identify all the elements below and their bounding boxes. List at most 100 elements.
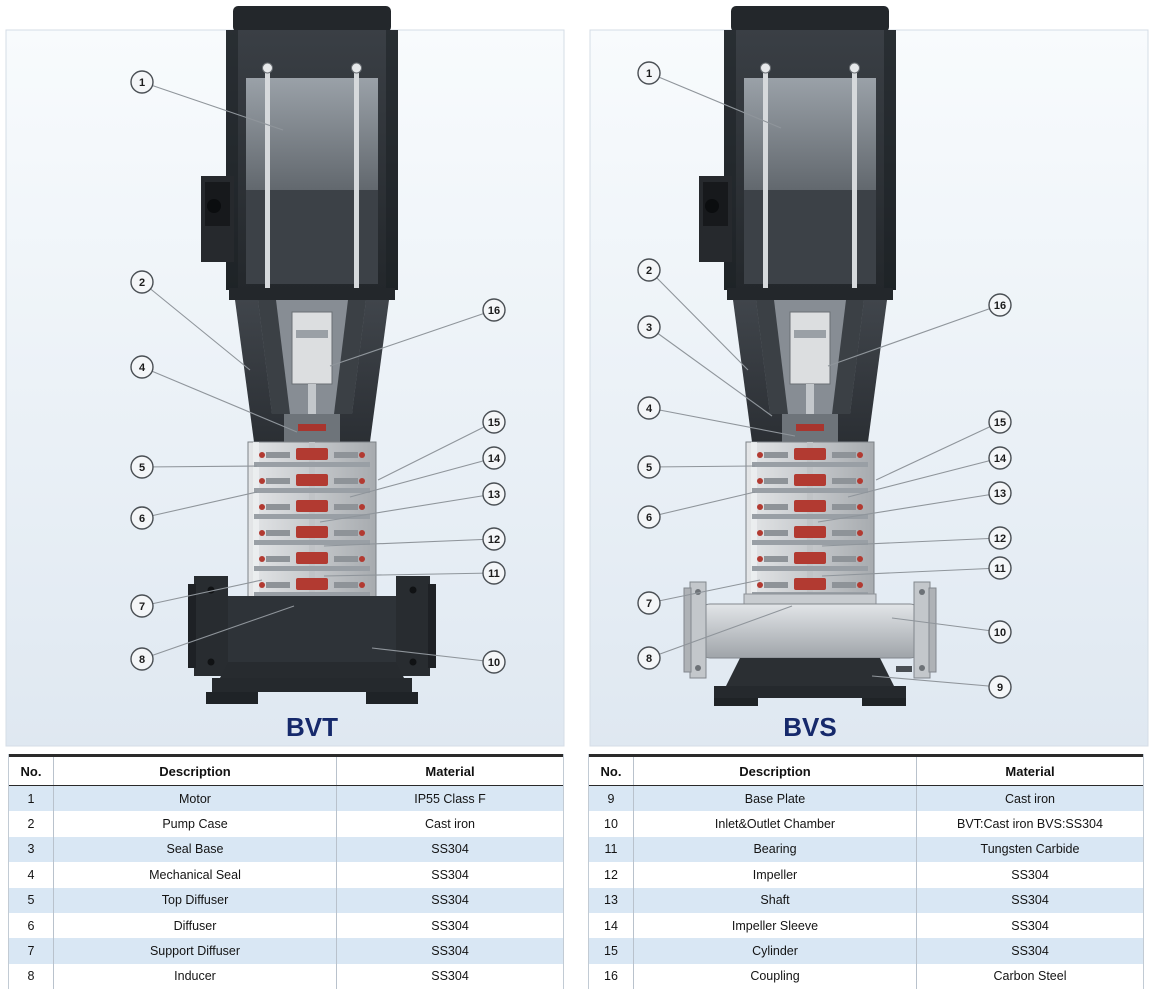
callout-bvs-2: 2 (637, 258, 749, 371)
cell-no: 1 (9, 786, 54, 812)
svg-text:11: 11 (994, 563, 1006, 575)
callout-bvs-5: 5 (637, 455, 756, 479)
cell-no: 2 (9, 811, 54, 837)
cell-description: Coupling (634, 963, 917, 990)
svg-text:4: 4 (139, 362, 146, 374)
callout-bvt-8: 8 (130, 605, 295, 671)
cell-material: Cast iron (1004, 791, 1056, 806)
svg-text:6: 6 (646, 512, 652, 524)
svg-text:15: 15 (994, 417, 1006, 429)
pump-diagrams: 1 2 4 5 6 7 8 16 15 14 13 12 11 10 1 2 3… (5, 5, 1149, 747)
svg-text:13: 13 (488, 489, 500, 501)
cell-description: Support Diffuser (54, 938, 337, 964)
table-row: 16 Coupling Carbon Steel (589, 963, 1143, 990)
svg-text:5: 5 (139, 462, 145, 474)
table-row: 10 Inlet&Outlet Chamber BVT:Cast iron BV… (589, 811, 1143, 837)
bvs-base (683, 581, 937, 706)
cell-material: SS304 (1011, 944, 1049, 959)
table-row: 14 Impeller Sleeve SS304 (589, 912, 1143, 939)
cell-material: Tungsten Carbide (980, 842, 1080, 857)
callout-bvt-2: 2 (130, 270, 251, 371)
cell-no: 7 (9, 938, 54, 964)
svg-text:1: 1 (139, 77, 145, 89)
svg-text:8: 8 (139, 654, 145, 666)
svg-text:10: 10 (994, 627, 1006, 639)
table-row: 8 Inducer SS304 (9, 963, 563, 990)
table-row: 2 Pump Case Cast iron (9, 811, 563, 837)
callout-bvs-15: 15 (875, 410, 1012, 481)
parts-table-bvt: No. Description Material 1 Motor IP55 Cl… (8, 754, 564, 990)
svg-text:1: 1 (646, 68, 652, 80)
cell-material: SS304 (1011, 867, 1049, 882)
table-row: 4 Mechanical Seal SS304 (9, 862, 563, 888)
callout-bvt-12: 12 (323, 527, 506, 551)
svg-text:7: 7 (646, 598, 652, 610)
bvs-label: BVS (783, 712, 836, 742)
svg-text:14: 14 (488, 453, 501, 465)
table-row: 1 Motor IP55 Class F (9, 786, 563, 812)
cell-material: SS304 (431, 867, 469, 882)
callout-bvs-4: 4 (637, 396, 796, 437)
callout-bvs-11: 11 (821, 556, 1012, 580)
cell-no: 3 (9, 836, 54, 863)
svg-text:9: 9 (997, 682, 1003, 694)
callout-bvt-6: 6 (130, 491, 258, 530)
cell-description: Cylinder (634, 938, 917, 964)
cell-material: IP55 Class F (414, 791, 486, 806)
callout-bvt-14: 14 (349, 446, 506, 498)
svg-text:12: 12 (488, 534, 500, 546)
cell-no: 13 (589, 887, 634, 913)
cell-description: Inlet&Outlet Chamber (634, 811, 917, 837)
table-row: 9 Base Plate Cast iron (589, 786, 1143, 812)
cell-material: Carbon Steel (993, 969, 1067, 984)
table-row: 15 Cylinder SS304 (589, 938, 1143, 964)
callout-bvt-4: 4 (130, 355, 298, 433)
bvt-label: BVT (286, 712, 338, 742)
svg-text:3: 3 (646, 322, 652, 334)
cell-description: Mechanical Seal (54, 862, 337, 888)
cell-material: SS304 (1011, 918, 1049, 933)
svg-text:5: 5 (646, 462, 652, 474)
cell-material: SS304 (431, 918, 469, 933)
callout-bvs-1: 1 (637, 61, 782, 129)
callout-bvs-8: 8 (637, 605, 793, 670)
cell-description: Impeller (634, 862, 917, 888)
svg-text:6: 6 (139, 513, 145, 525)
cell-no: 15 (589, 938, 634, 964)
cell-material: BVT:Cast iron BVS:SS304 (957, 817, 1103, 832)
callout-bvs-10: 10 (891, 617, 1012, 644)
cell-no: 10 (589, 811, 634, 837)
callout-bvt-15: 15 (377, 410, 506, 481)
table-row: 5 Top Diffuser SS304 (9, 887, 563, 913)
cell-description: Bearing (634, 836, 917, 863)
cell-description: Motor (54, 786, 337, 812)
callout-bvt-13: 13 (319, 482, 506, 523)
cell-material: SS304 (431, 969, 469, 984)
cell-no: 5 (9, 887, 54, 913)
svg-text:11: 11 (488, 568, 500, 580)
cell-material: SS304 (431, 893, 469, 908)
svg-text:16: 16 (488, 305, 500, 317)
svg-text:10: 10 (488, 657, 500, 669)
cell-no: 8 (9, 963, 54, 990)
cell-no: 14 (589, 912, 634, 939)
cell-material: Cast iron (424, 817, 476, 832)
table-row: 3 Seal Base SS304 (9, 836, 563, 863)
col-header-material: Material (425, 763, 475, 779)
callout-bvs-7: 7 (637, 579, 761, 615)
svg-text:13: 13 (994, 488, 1006, 500)
cell-description: Top Diffuser (54, 887, 337, 913)
svg-text:8: 8 (646, 653, 652, 665)
parts-tables: No. Description Material 1 Motor IP55 Cl… (0, 754, 1157, 1000)
svg-text:16: 16 (994, 300, 1006, 312)
callout-bvs-13: 13 (817, 481, 1012, 523)
callout-bvt-11: 11 (323, 561, 506, 585)
col-header-no: No. (9, 757, 54, 785)
col-header-no: No. (589, 757, 634, 785)
svg-text:7: 7 (139, 601, 145, 613)
svg-text:2: 2 (646, 265, 652, 277)
bvt-base (188, 576, 436, 704)
cell-description: Diffuser (54, 912, 337, 939)
col-header-material: Material (1005, 763, 1055, 779)
cell-material: SS304 (431, 842, 469, 857)
